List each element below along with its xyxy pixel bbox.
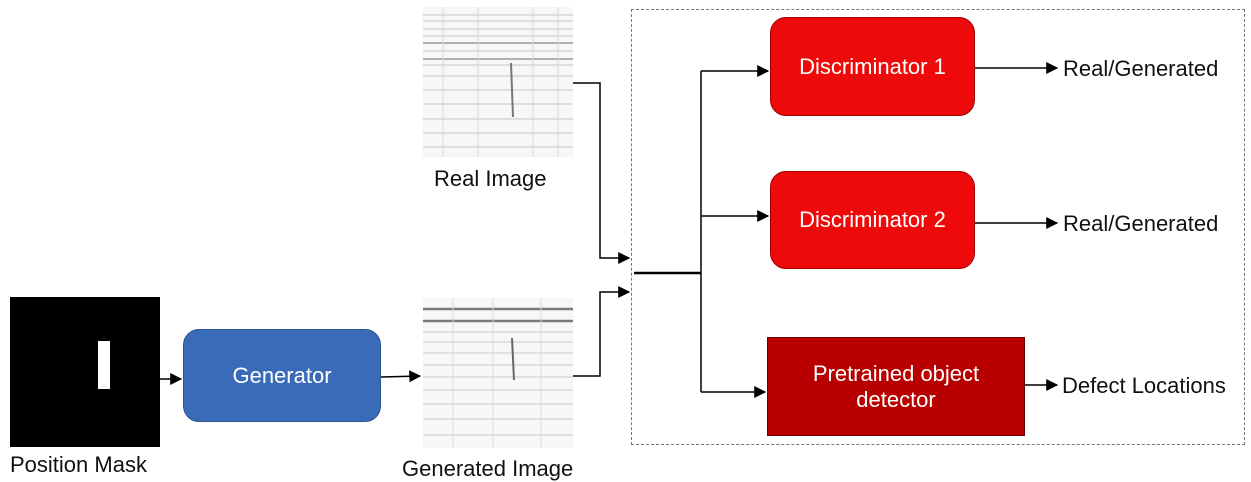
real-image-label: Real Image — [434, 166, 547, 191]
position-mask-label: Position Mask — [10, 452, 147, 477]
discriminator-2-output-label: Real/Generated — [1063, 211, 1219, 236]
discriminator-2-block: Discriminator 2 — [770, 171, 975, 269]
arrow-generator-to-generated-image — [380, 370, 422, 383]
position-mask-image — [10, 297, 160, 447]
object-detector-block: Pretrained object detector — [767, 337, 1025, 436]
discriminator-group-frame — [631, 9, 1245, 445]
discriminator-1-block: Discriminator 1 — [770, 17, 975, 116]
discriminator-1-output-label: Real/Generated — [1063, 56, 1219, 81]
generated-image-label: Generated Image — [402, 456, 574, 481]
arrow-real-image-to-merge — [573, 82, 631, 264]
detector-output-label: Defect Locations — [1062, 373, 1226, 398]
generated-image — [423, 298, 573, 448]
arrow-generated-image-to-merge — [573, 286, 631, 377]
real-image — [423, 7, 573, 157]
generator-block: Generator — [183, 329, 381, 422]
mask-defect-bar — [98, 341, 110, 389]
